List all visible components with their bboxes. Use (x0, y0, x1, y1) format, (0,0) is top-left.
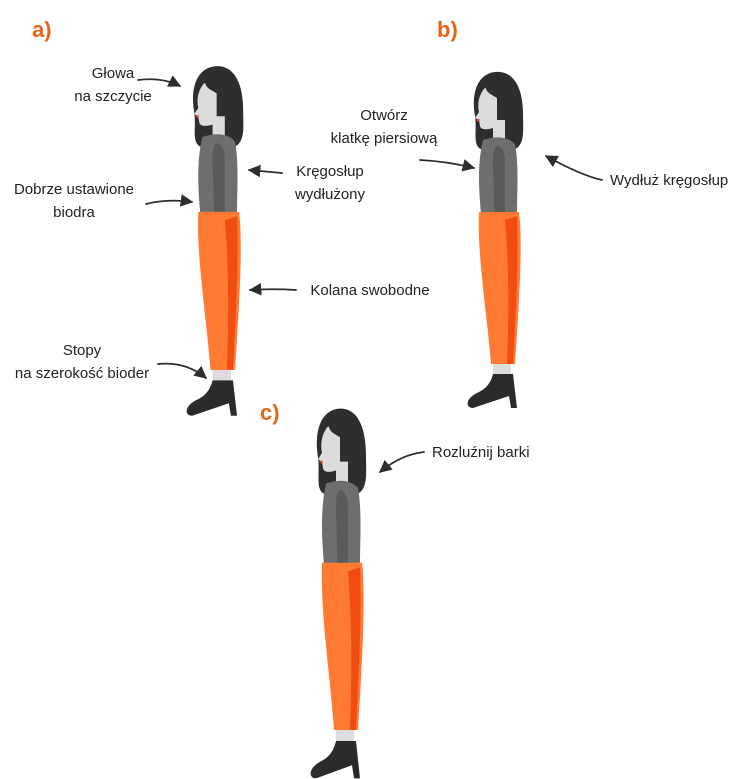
anno-spine-line1: Kręgosłup (296, 163, 364, 180)
panel-label-b: b) (437, 17, 458, 42)
anno-chest-line1: Otwórz (360, 107, 408, 124)
figure-b (468, 72, 524, 408)
arrow-spine (249, 170, 282, 173)
anno-hips-line2: biodra (53, 204, 95, 221)
figure-c (311, 409, 367, 779)
anno-feet-line2: na szerokość bioder (15, 365, 149, 382)
arrow-head (138, 79, 180, 86)
anno-lengthen-spine: Wydłuż kręgosłup (610, 172, 728, 189)
arrow-hips (146, 201, 192, 204)
panel-label-c: c) (260, 400, 280, 425)
arrow-feet (158, 364, 206, 378)
anno-feet-line1: Stopy (63, 342, 102, 359)
anno-head-line2: na szczycie (74, 88, 152, 105)
anno-head-line1: Głowa (92, 65, 135, 82)
anno-spine-line2: wydłużony (294, 186, 366, 203)
arrow-knees (250, 289, 296, 290)
anno-hips-line1: Dobrze ustawione (14, 181, 134, 198)
arrow-chest (420, 160, 474, 168)
arrow-shoulders (380, 452, 424, 472)
anno-chest-line2: klatkę piersiową (331, 130, 438, 147)
arrow-lengthen-spine (546, 156, 602, 180)
figure-a (187, 66, 244, 416)
panel-label-a: a) (32, 17, 52, 42)
anno-knees: Kolana swobodne (310, 282, 429, 299)
anno-shoulders: Rozluźnij barki (432, 444, 530, 461)
